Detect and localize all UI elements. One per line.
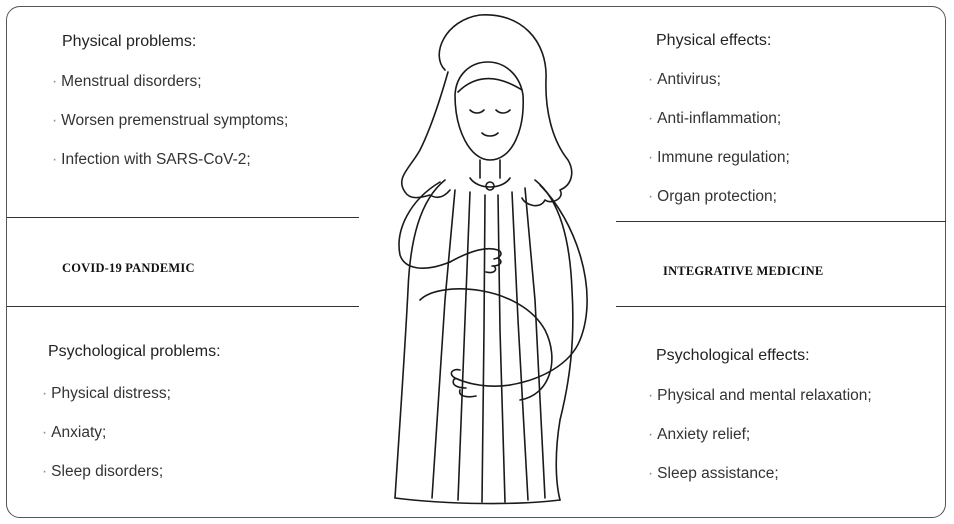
hair-outline (439, 15, 572, 206)
dress-stripe (458, 192, 470, 500)
bangs (458, 79, 522, 92)
upper-hand (450, 249, 501, 273)
dress-hem (395, 498, 560, 504)
mouth (482, 133, 498, 136)
neck (480, 160, 500, 178)
dress-stripe (498, 195, 505, 502)
dress-right-edge (535, 180, 573, 500)
dress-stripe (525, 188, 545, 498)
collar-button (486, 182, 494, 190)
left-eye (470, 110, 484, 113)
right-eye (496, 110, 510, 113)
face-outline (455, 62, 523, 160)
right-arm (510, 185, 587, 385)
dress-stripe (512, 192, 528, 500)
hair-left (402, 72, 450, 198)
dress-stripe (432, 190, 455, 498)
dress-stripe (482, 195, 485, 502)
